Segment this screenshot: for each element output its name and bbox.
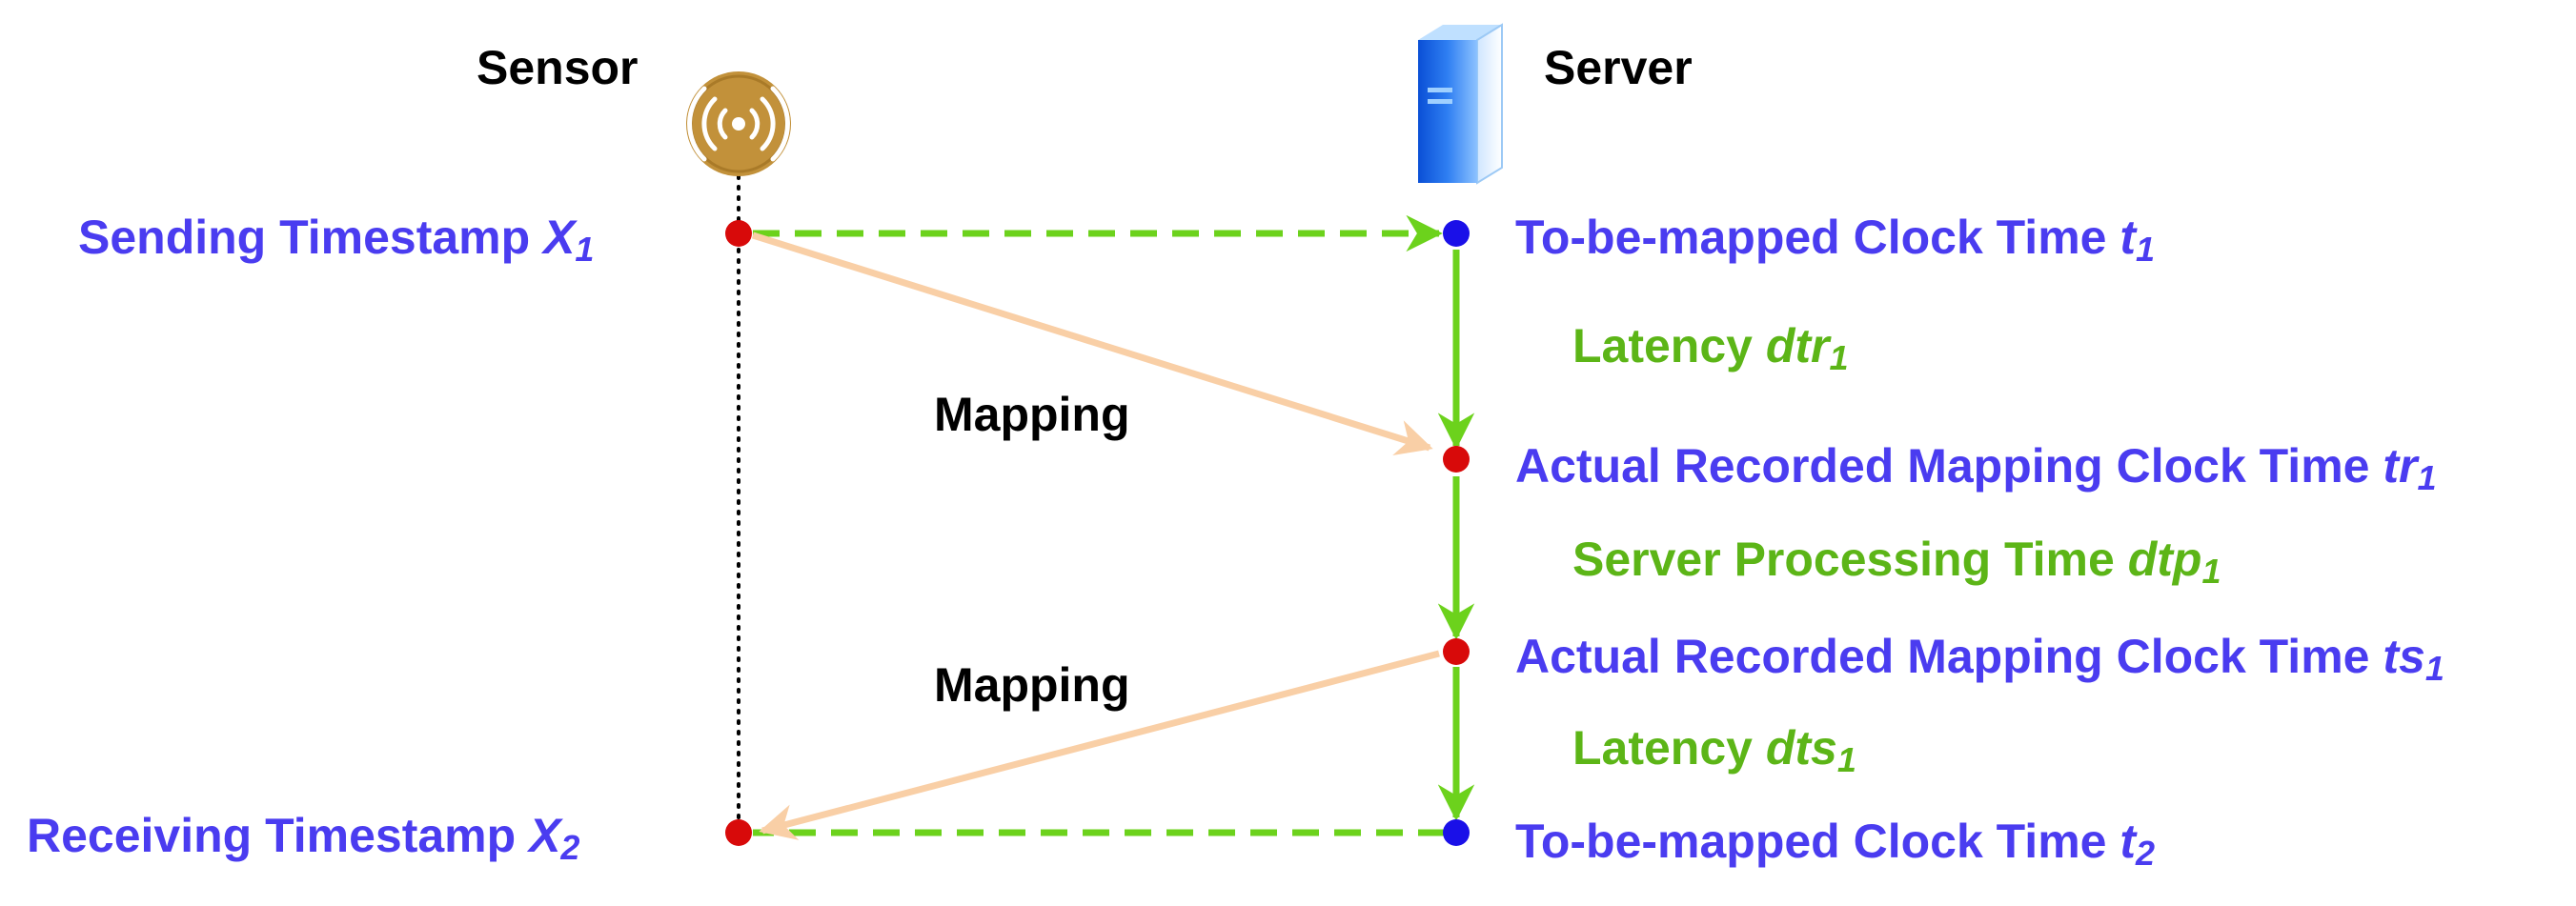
point-ts1: [1443, 638, 1470, 665]
point-t2: [1443, 819, 1470, 846]
server-tower-icon: [1418, 23, 1503, 185]
sensor-label: Sensor: [477, 41, 639, 94]
clock-time-t1-label: To-be-mapped Clock Time t1: [1515, 211, 2156, 269]
mapping-arrow-to-sensor: [759, 650, 1440, 840]
point-t1: [1443, 220, 1470, 247]
mapping-label-first: Mapping: [934, 388, 1130, 441]
point-x2: [725, 819, 752, 846]
wireless-sensor-icon: [686, 71, 791, 176]
server-label: Server: [1544, 41, 1693, 94]
receiving-timestamp-label: Receiving Timestamp X2: [27, 809, 580, 867]
latency-dtr1-label: Latency dtr1: [1572, 319, 1849, 377]
processing-dtp1-label: Server Processing Time dtp1: [1572, 533, 2221, 591]
point-x1: [725, 220, 752, 247]
latency-dts1-label: Latency dts1: [1572, 721, 1856, 779]
point-tr1: [1443, 446, 1470, 473]
clock-time-t2-label: To-be-mapped Clock Time t2: [1515, 815, 2156, 873]
sending-timestamp-label: Sending Timestamp X1: [78, 211, 595, 269]
mapping-label-second: Mapping: [934, 658, 1130, 712]
mapping-arrow-to-server: [751, 232, 1433, 455]
clock-time-ts1-label: Actual Recorded Mapping Clock Time ts1: [1515, 630, 2444, 688]
clock-time-tr1-label: Actual Recorded Mapping Clock Time tr1: [1515, 439, 2437, 497]
